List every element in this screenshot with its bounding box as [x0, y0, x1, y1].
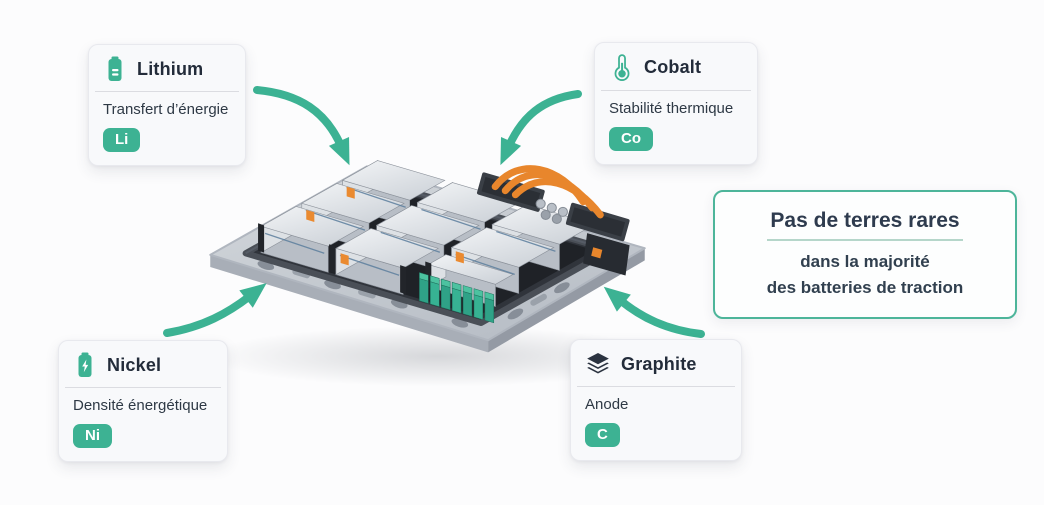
arrow-nickel	[163, 283, 267, 337]
orange-cables	[491, 165, 604, 219]
terminals	[535, 198, 568, 225]
card-subtitle: Stabilité thermique	[609, 100, 734, 117]
layers-icon	[585, 351, 611, 377]
corner-module	[583, 233, 630, 276]
arrow-lithium	[253, 86, 350, 166]
card-nickel: Nickel Densité énergétique Ni	[58, 340, 228, 462]
card-title: Lithium	[137, 58, 204, 79]
card-graphite-header: Graphite	[585, 351, 727, 377]
battery-bolt-icon	[73, 352, 97, 378]
card-divider	[601, 90, 751, 91]
card-lithium: Lithium Transfert d’énergie Li	[88, 44, 246, 166]
card-cobalt: Cobalt Stabilité thermique Co	[594, 42, 758, 165]
element-symbol-badge: C	[585, 423, 620, 447]
card-divider	[577, 386, 735, 387]
element-symbol-badge: Li	[103, 128, 141, 152]
battery-modules	[260, 160, 596, 307]
card-subtitle: Densité énergétique	[73, 397, 208, 414]
card-title: Graphite	[621, 353, 697, 374]
card-title: Nickel	[107, 354, 162, 375]
note-line-2: des batteries de traction	[766, 277, 964, 297]
corner-orange-chip	[591, 247, 603, 259]
thermometer-icon	[609, 54, 634, 81]
card-lithium-header: Lithium	[103, 56, 231, 82]
green-battery-cells	[419, 272, 495, 324]
card-cobalt-header: Cobalt	[609, 54, 743, 81]
card-divider	[95, 91, 239, 92]
orange-connector-tabs	[306, 186, 464, 266]
card-graphite: Graphite Anode C	[570, 339, 742, 461]
note-title: Pas de terres rares	[770, 209, 960, 232]
module-posts	[258, 223, 432, 295]
element-symbol-badge: Co	[609, 127, 653, 151]
busbar-and-cables	[477, 165, 630, 276]
arrow-graphite	[603, 286, 705, 338]
element-symbol-badge: Ni	[73, 424, 112, 448]
bolt-holes	[257, 255, 618, 328]
arrow-cobalt	[500, 90, 582, 166]
note-line-1: dans la majorité	[800, 252, 930, 271]
card-divider	[65, 387, 221, 388]
battery-tray	[209, 165, 646, 353]
card-nickel-header: Nickel	[73, 352, 213, 378]
module-detail-lines	[264, 186, 556, 276]
card-subtitle: Transfert d’énergie	[103, 101, 229, 118]
card-subtitle: Anode	[585, 396, 629, 413]
battery-icon	[103, 56, 127, 82]
note-title-underline	[767, 239, 963, 241]
note-card: Pas de terres rares dans la majorité des…	[713, 190, 1017, 319]
card-title: Cobalt	[644, 57, 702, 77]
